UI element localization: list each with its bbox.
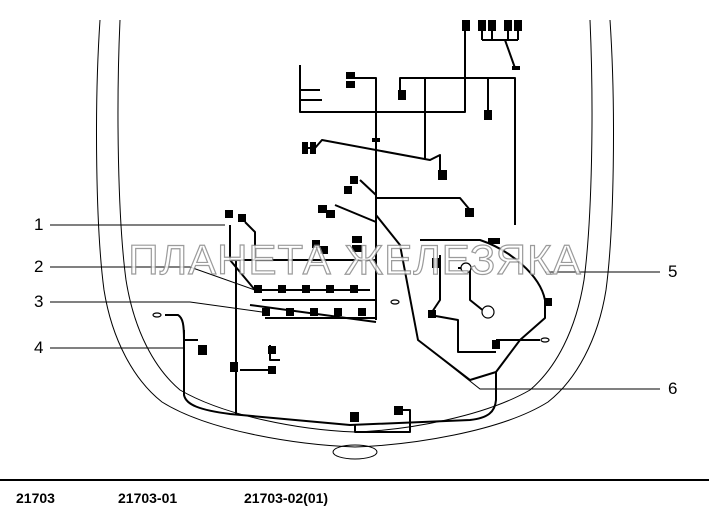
sensors: [152, 262, 550, 343]
callout-label-6: 6: [668, 379, 678, 398]
variant-row: 21703 21703-01 21703-02(01): [0, 490, 709, 514]
variant-label: 21703-01: [118, 490, 178, 506]
variant-label: 21703: [16, 490, 55, 506]
variant-label: 21703-02(01): [244, 490, 329, 506]
harness-wires: [165, 30, 546, 433]
callout-label-3: 3: [34, 292, 44, 311]
wiring-harness-diagram: [50, 19, 660, 460]
leader-lines: [50, 224, 660, 390]
connectors: [198, 20, 552, 422]
callout-label-4: 4: [34, 338, 44, 357]
callout-label-2: 2: [34, 257, 44, 276]
divider-line: [0, 479, 709, 481]
watermark-text: ПЛАНЕТА ЖЕЛЕЗЯКА: [128, 235, 582, 283]
callout-label-5: 5: [668, 262, 678, 281]
callout-label-1: 1: [34, 215, 44, 234]
